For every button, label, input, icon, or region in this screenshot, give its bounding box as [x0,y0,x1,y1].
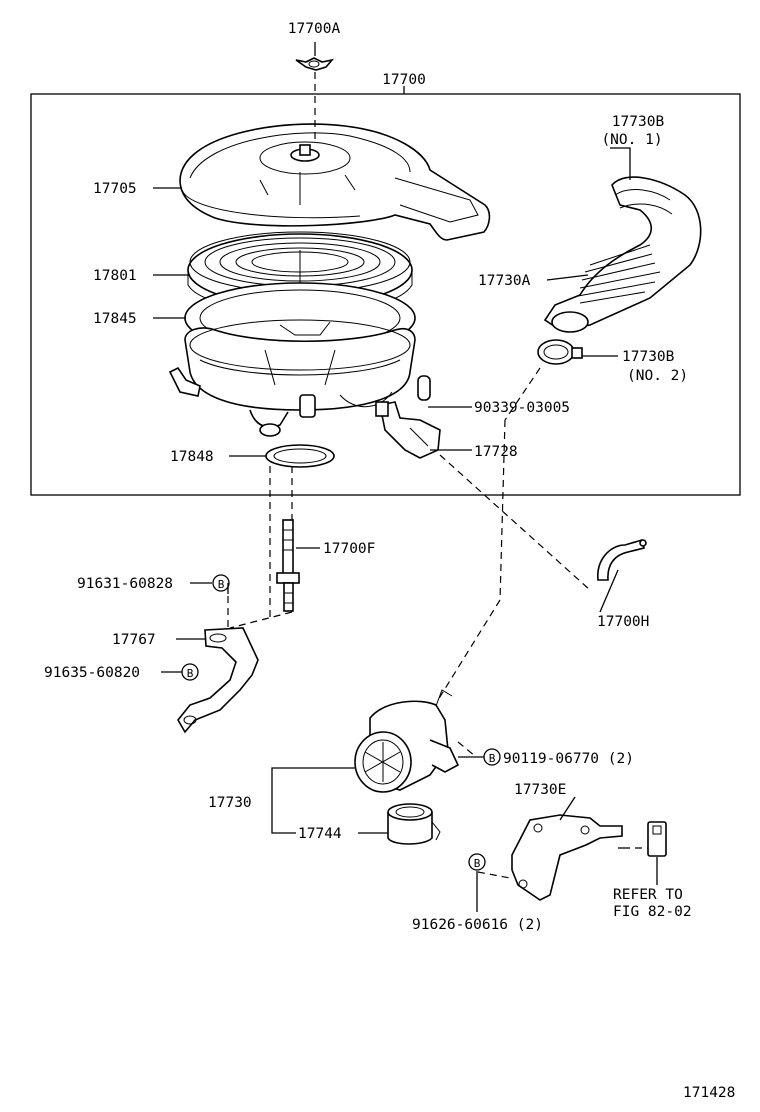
label-cover: 17705 [93,181,137,197]
label-bolt-4: 91626-60616 (2) [412,917,543,933]
label-hose-no1-note: (NO. 1) [601,132,662,148]
label-case-gasket: 17845 [93,311,137,327]
badge-bolt-4: B [468,853,486,871]
label-valve-gasket: 17744 [298,826,342,842]
label-wing-nut: 17700A [288,21,341,37]
stud-drawing [276,519,300,612]
valve-assembly-drawing [354,689,460,793]
bracket-drawing [177,627,259,734]
leader-lines [153,42,658,912]
svg-text:B: B [187,667,194,680]
label-inlet-hose: 17730A [478,273,531,289]
air-cleaner-case-drawing [168,319,416,437]
hose-clamp-drawing [537,339,583,365]
svg-text:B: B [489,752,496,765]
vacuum-hose-drawing [597,538,647,581]
badge-bolt-1: B [212,574,230,592]
label-plug: 90339-03005 [474,400,570,416]
assembly-frame [30,93,741,496]
figure-number: 171428 [683,1085,735,1101]
label-hose-no2-number: 17730B [622,349,675,365]
valve-gasket-drawing [387,803,441,845]
label-sensor: 17728 [474,444,518,460]
inlet-hose-drawing [543,176,702,333]
label-valve-bracket: 17730E [514,782,566,798]
valve-bracket-drawing [511,814,623,901]
lower-gasket-drawing [265,444,335,468]
badge-bolt-3: B [483,748,501,766]
plug-drawing [417,375,431,401]
label-hose-no2-note: (NO. 2) [627,368,688,384]
connector-drawing [647,821,667,857]
label-vacuum-hose: 17700H [597,614,649,630]
wing-nut-drawing [295,57,335,71]
svg-text:B: B [474,857,481,870]
air-cleaner-cover-drawing [179,123,491,241]
label-hose-no1-number: 17730B [612,114,665,130]
label-assembly: 17700 [382,72,426,88]
label-element: 17801 [93,268,137,284]
label-bolt-3: 90119-06770 (2) [503,751,634,767]
label-lower-gasket: 17848 [170,449,214,465]
badge-bolt-2: B [181,663,199,681]
refer-line-2: FIG 82-02 [613,904,692,920]
label-valve-assembly: 17730 [208,795,252,811]
label-bolt-2: 91635-60820 [44,665,140,681]
label-bracket: 17767 [112,632,156,648]
label-bolt-1: 91631-60828 [77,576,173,592]
refer-line-1: REFER TO [613,887,683,903]
label-stud: 17700F [323,541,375,557]
svg-text:B: B [218,578,225,591]
